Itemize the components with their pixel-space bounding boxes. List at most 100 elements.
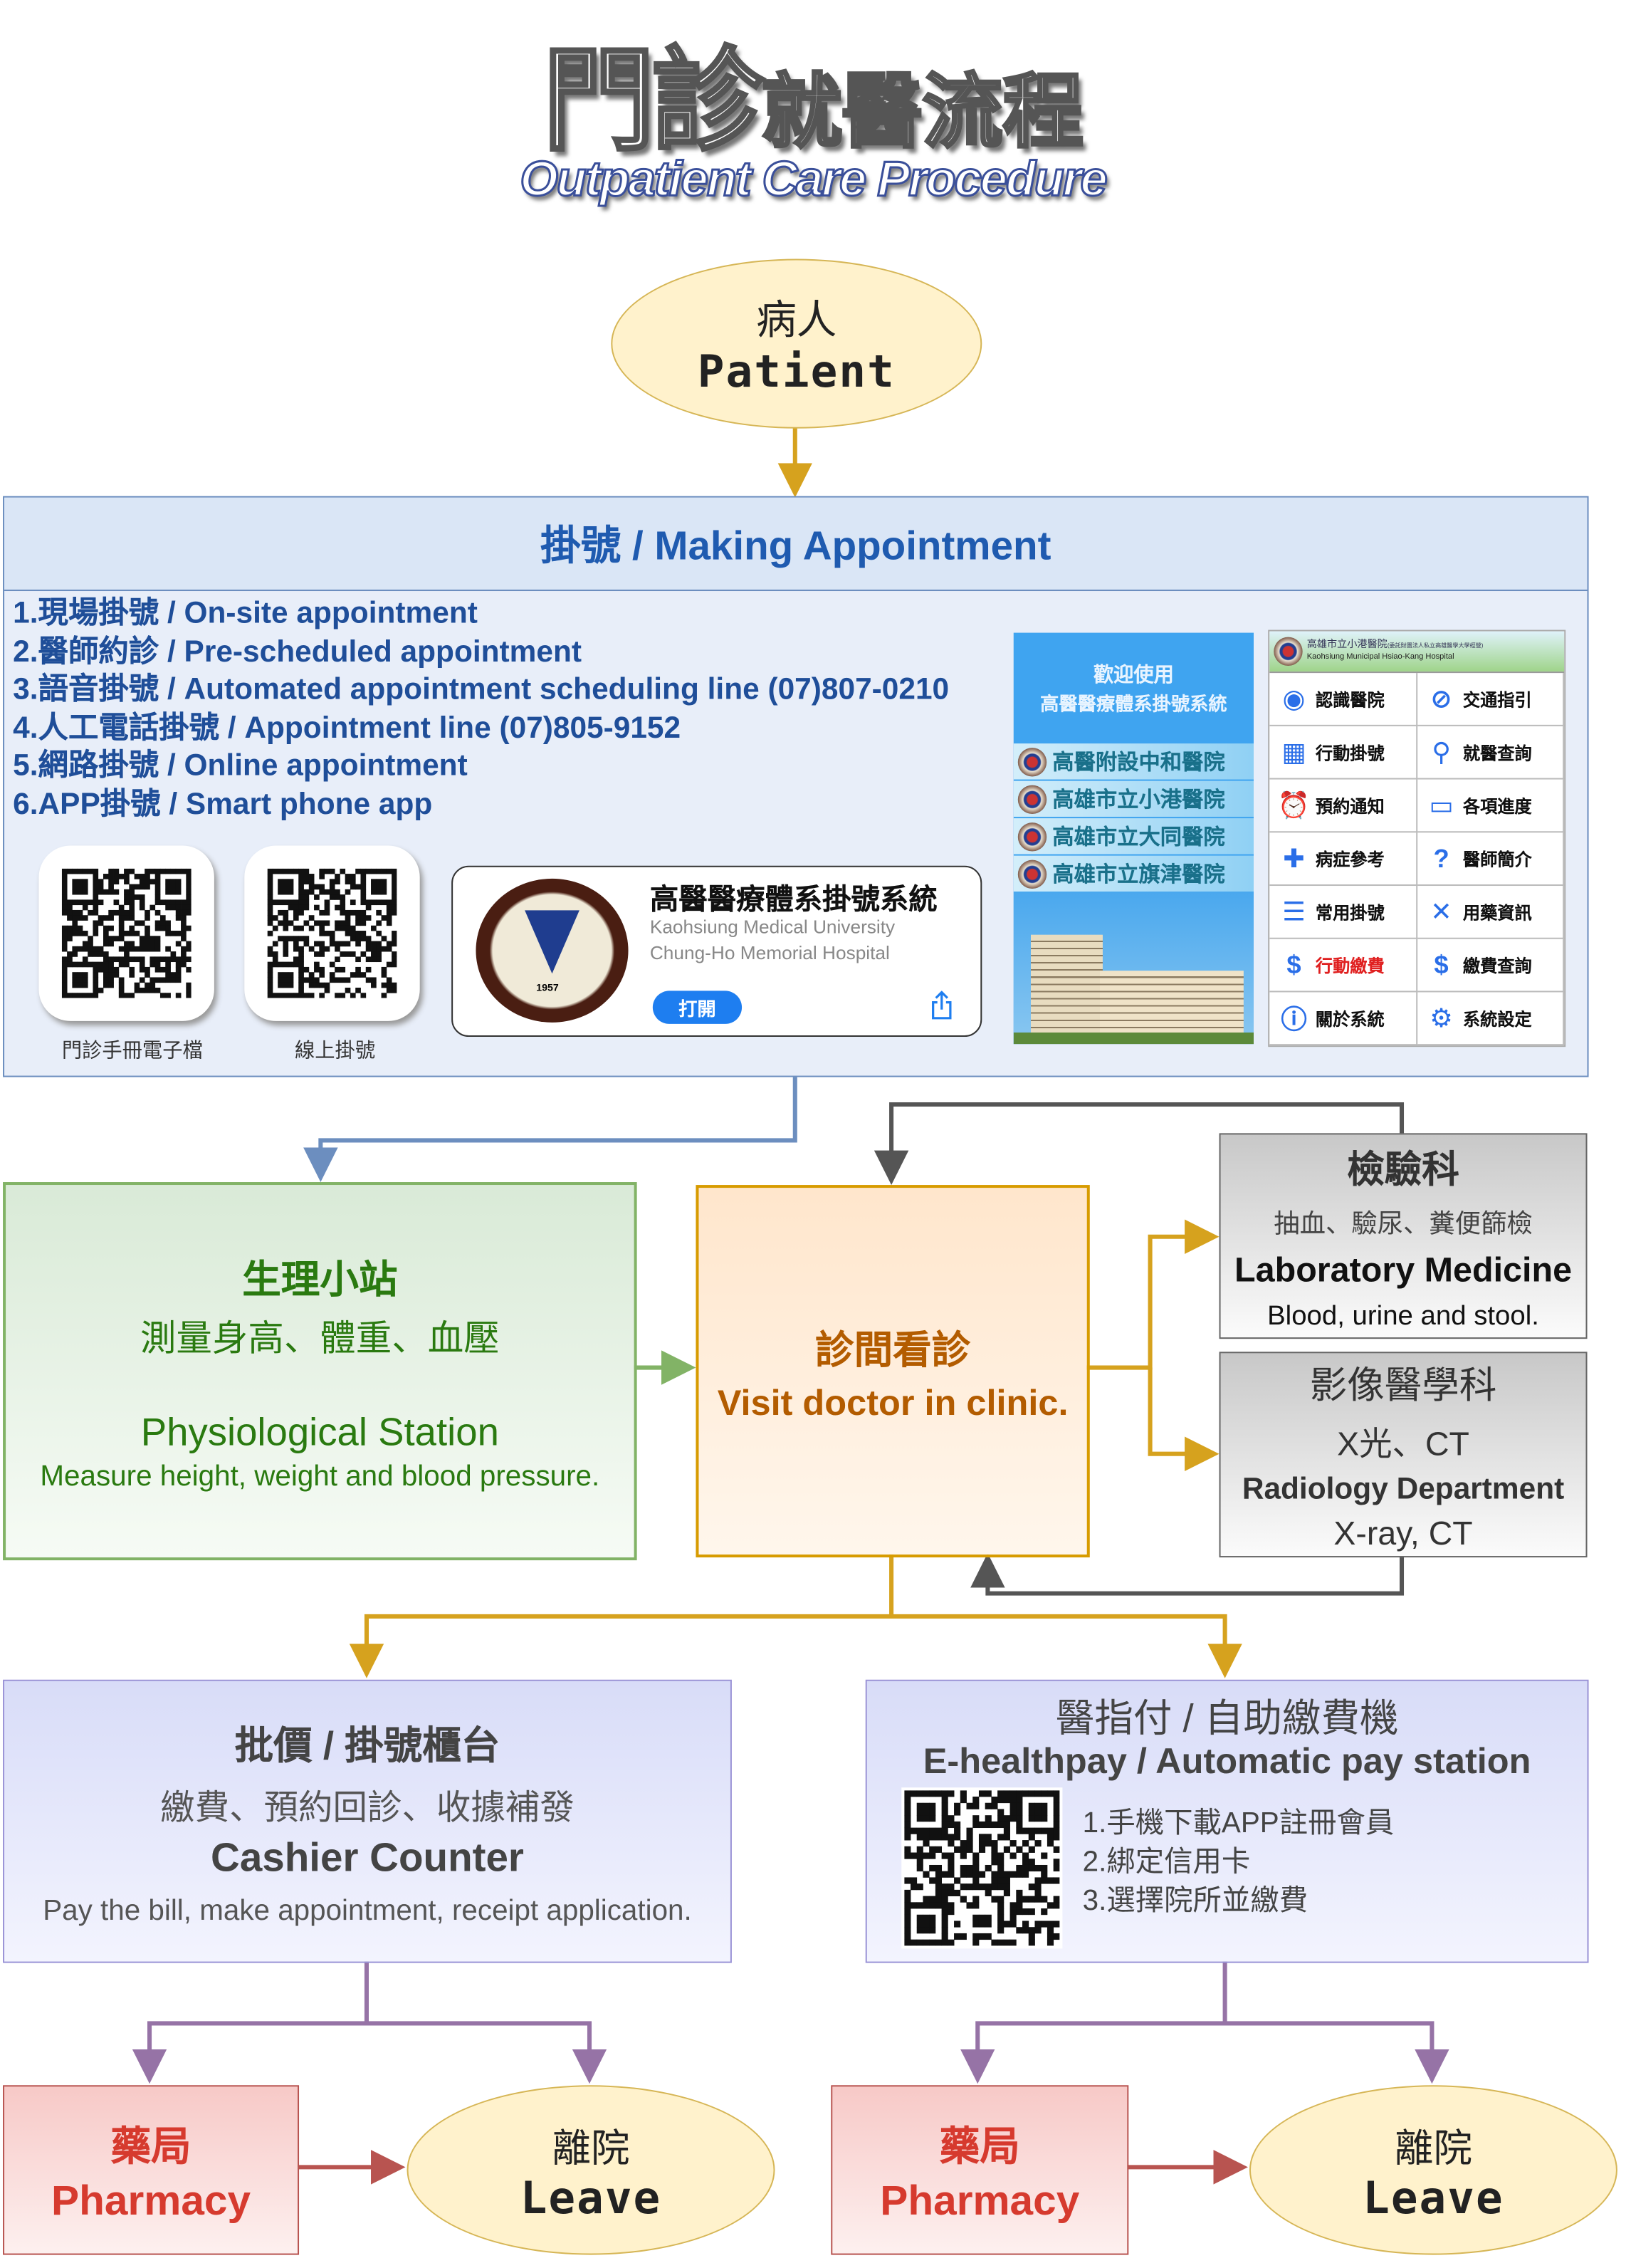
hospital-item[interactable]: 高醫附設中和醫院 bbox=[1013, 743, 1254, 780]
menu-item-label: 交通指引 bbox=[1462, 689, 1532, 710]
menu-item[interactable]: $ 繳費查詢 bbox=[1417, 939, 1565, 993]
menu-item[interactable]: ▭各項進度 bbox=[1417, 779, 1565, 833]
appointment-item: 5.網路掛號 / Online appointment bbox=[13, 749, 468, 783]
qr-code-online[interactable] bbox=[244, 845, 420, 1021]
menu-item[interactable]: ⚲就醫查詢 bbox=[1417, 726, 1565, 780]
patient-node: 病人 Patient bbox=[611, 258, 982, 429]
money-search-icon: $ bbox=[1434, 949, 1449, 979]
physio-en-title: Physiological Station bbox=[140, 1411, 499, 1454]
cashier-zh-title: 批價 / 掛號櫃台 bbox=[234, 1724, 500, 1767]
seal-triangle bbox=[525, 910, 579, 974]
open-app-button[interactable]: 打開 bbox=[652, 991, 743, 1024]
menu-item-label: 用藥資訊 bbox=[1462, 902, 1532, 923]
e-healthpay-qr-code[interactable] bbox=[901, 1787, 1063, 1949]
radiology-en-desc: X-ray, CT bbox=[1333, 1513, 1473, 1552]
menu-item[interactable]: ✕ 用藥資訊 bbox=[1417, 886, 1565, 939]
leave-zh: 離院 bbox=[552, 2126, 630, 2171]
appointment-item: 3.語音掛號 / Automated appointment schedulin… bbox=[13, 673, 950, 706]
cashier-en-desc: Pay the bill, make appointment, receipt … bbox=[43, 1895, 692, 1928]
e-healthpay-station: 醫指付 / 自助繳費機 E-healthpay / Automatic pay … bbox=[865, 1679, 1589, 1963]
hospital-item[interactable]: 高雄市立大同醫院 bbox=[1013, 818, 1254, 855]
welcome-banner: 歡迎使用 高醫醫療體系掛號系統 bbox=[1014, 633, 1254, 742]
qr-label-online: 線上掛號 bbox=[294, 1038, 376, 1062]
menu-item[interactable]: ⚙系統設定 bbox=[1417, 992, 1565, 1046]
seal-icon bbox=[1017, 859, 1047, 889]
appointment-item: 4.人工電話掛號 / Appointment line (07)805-9152 bbox=[13, 711, 681, 745]
menu-item[interactable]: ?醫師簡介 bbox=[1417, 832, 1565, 887]
cashier-counter: 批價 / 掛號櫃台 繳費、預約回診、收據補發 Cashier Counter P… bbox=[3, 1679, 732, 1963]
hospital-banner: 高雄市立小港醫院(委託財團法人私立高雄醫學大學經營)Kaohsiung Muni… bbox=[1269, 631, 1565, 674]
bandage-icon: ✕ bbox=[1430, 897, 1452, 926]
banner-hospital-zh: 高雄市立小港醫院 bbox=[1306, 639, 1388, 650]
hospital-item[interactable]: 高雄市立旗津醫院 bbox=[1013, 855, 1254, 892]
share-icon[interactable] bbox=[930, 991, 953, 1020]
hospital-name: 高雄市立小港醫院 bbox=[1052, 788, 1225, 813]
menu-item[interactable]: ⓘ 關於系統 bbox=[1269, 992, 1417, 1046]
menu-item-label: 行動繳費 bbox=[1315, 955, 1385, 976]
pharmacy-zh: 藥局 bbox=[110, 2123, 192, 2168]
kmu-seal-icon: 1957 bbox=[476, 878, 629, 1023]
hospital-building-image bbox=[1013, 892, 1254, 1045]
menu-item-label: 系統設定 bbox=[1462, 1008, 1532, 1029]
appointment-item: 2.醫師約診 / Pre-scheduled appointment bbox=[13, 634, 582, 669]
arrow-epay-to-pharmacy bbox=[960, 1961, 1227, 2084]
menu-item[interactable]: ⊘ 交通指引 bbox=[1417, 673, 1565, 726]
clinic-en: Visit doctor in clinic. bbox=[717, 1382, 1069, 1423]
menu-item-label: 認識醫院 bbox=[1315, 689, 1385, 710]
menu-item[interactable]: ⏰預約通知 bbox=[1269, 779, 1417, 833]
appointment-list: 1.現場掛號 / On-site appointment 2.醫師約診 / Pr… bbox=[13, 595, 949, 825]
magnifier-icon: ⚲ bbox=[1432, 736, 1451, 766]
hospital-name: 高雄市立旗津醫院 bbox=[1052, 862, 1225, 888]
menu-item[interactable]: $ 行動繳費 bbox=[1269, 939, 1417, 993]
radiology-department: 影像醫學科 X光、CT Radiology Department X-ray, … bbox=[1219, 1352, 1588, 1558]
pharmacy-en: Pharmacy bbox=[51, 2178, 251, 2225]
seal-icon bbox=[1017, 822, 1047, 851]
lab-zh-desc: 抽血、驗尿、糞便篩檢 bbox=[1274, 1208, 1533, 1238]
physio-zh-title: 生理小站 bbox=[242, 1258, 398, 1302]
arrow-radiology-to-clinic bbox=[970, 1553, 1405, 1596]
phone-screenshot-hospital-list: 歡迎使用 高醫醫療體系掛號系統 高醫附設中和醫院 高雄市立小港醫院 高雄市立大同… bbox=[1013, 632, 1254, 1045]
title-large: 門診 bbox=[541, 36, 765, 168]
clinic-zh: 診間看診 bbox=[815, 1328, 971, 1371]
seal-icon bbox=[1017, 784, 1047, 814]
menu-item-label: 行動掛號 bbox=[1315, 743, 1385, 763]
app-name: 高醫醫療體系掛號系統 bbox=[649, 884, 938, 916]
patient-zh: 病人 bbox=[756, 296, 837, 344]
menu-item-label: 關於系統 bbox=[1315, 1008, 1385, 1029]
epay-step: 1.手機下載APP註冊會員 bbox=[1082, 1807, 1395, 1839]
phone-screenshot-menu: 高雄市立小港醫院(委託財團法人私立高雄醫學大學經營)Kaohsiung Muni… bbox=[1268, 629, 1566, 1047]
appointment-item: 1.現場掛號 / On-site appointment bbox=[13, 597, 478, 630]
hospital-name: 高醫附設中和醫院 bbox=[1052, 751, 1225, 775]
info-icon: ⓘ bbox=[1281, 1005, 1307, 1035]
menu-item[interactable]: ✚病症參考 bbox=[1269, 832, 1417, 887]
menu-item[interactable]: ☰ 常用掛號 bbox=[1269, 886, 1417, 939]
epay-en-title: E-healthpay / Automatic pay station bbox=[923, 1741, 1531, 1782]
lab-zh-title: 檢驗科 bbox=[1347, 1146, 1459, 1191]
compass-icon: ⊘ bbox=[1430, 684, 1452, 713]
leave-node-1: 離院 Leave bbox=[406, 2085, 775, 2255]
cashier-en-title: Cashier Counter bbox=[211, 1834, 524, 1880]
menu-grid: ◉認識醫院 ⊘ 交通指引 ▦行動掛號⚲就醫查詢⏰預約通知▭各項進度✚病症參考?醫師簡介… bbox=[1269, 673, 1565, 1046]
hospital-item[interactable]: 高雄市立小港醫院 bbox=[1013, 780, 1254, 817]
app-store-card: 1957 高醫醫療體系掛號系統 Kaohsiung Medical Univer… bbox=[451, 865, 982, 1038]
epay-step: 3.選擇院所並繳費 bbox=[1082, 1885, 1308, 1917]
radiology-zh-desc: X光、CT bbox=[1337, 1425, 1469, 1463]
epay-zh-title: 醫指付 / 自助繳費機 bbox=[1055, 1697, 1399, 1740]
banner-hospital-note: (委託財團法人私立高雄醫學大學經營) bbox=[1387, 641, 1484, 649]
list-icon: ☰ bbox=[1282, 897, 1306, 926]
menu-item[interactable]: ▦行動掛號 bbox=[1269, 726, 1417, 780]
arrow-clinic-to-cashier bbox=[349, 1553, 894, 1678]
epay-steps: 1.手機下載APP註冊會員 2.綁定信用卡 3.選擇院所並繳費 bbox=[1083, 1804, 1395, 1921]
arrow-cashier-to-pharmacy bbox=[132, 1961, 369, 2084]
qr-code-handbook[interactable] bbox=[38, 845, 214, 1021]
arrow-clinic-to-lab bbox=[1085, 1219, 1220, 1370]
menu-item[interactable]: ◉認識醫院 bbox=[1269, 673, 1417, 726]
seal-year: 1957 bbox=[536, 983, 559, 994]
arrow-clinic-to-epay bbox=[891, 1614, 1242, 1678]
menu-item-label: 常用掛號 bbox=[1315, 902, 1385, 923]
seal-icon bbox=[1274, 637, 1303, 667]
hand-money-icon: $ bbox=[1286, 949, 1301, 979]
arrow-clinic-to-radiology bbox=[1148, 1367, 1220, 1471]
menu-item-label: 繳費查詢 bbox=[1462, 955, 1532, 976]
